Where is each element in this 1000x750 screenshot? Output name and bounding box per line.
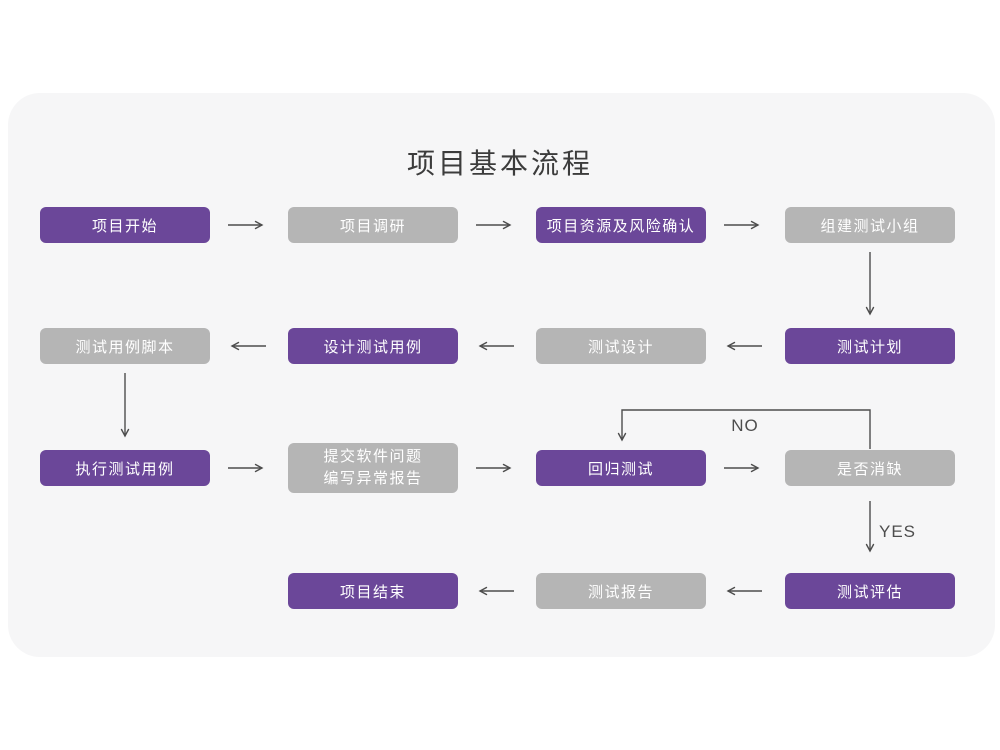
- node-project-end: 项目结束: [288, 573, 458, 609]
- edge-label-yes: YES: [879, 522, 917, 541]
- node-project-start: 项目开始: [40, 207, 210, 243]
- node-project-research: 项目调研: [288, 207, 458, 243]
- edge-label-no: NO: [731, 416, 759, 435]
- node-test-plan: 测试计划: [785, 328, 955, 364]
- node-defect-eliminated: 是否消缺: [785, 450, 955, 486]
- node-build-test-team: 组建测试小组: [785, 207, 955, 243]
- node-test-evaluation: 测试评估: [785, 573, 955, 609]
- node-resource-risk-confirm: 项目资源及风险确认: [536, 207, 706, 243]
- node-submit-issue-report-line2: 编写异常报告: [323, 470, 423, 487]
- node-submit-issue-report-line1: 提交软件问题: [323, 448, 423, 466]
- node-execute-test-case: 执行测试用例: [40, 450, 210, 486]
- diagram-title: 项目基本流程: [406, 148, 593, 179]
- node-regression-test: 回归测试: [536, 450, 706, 486]
- node-test-report: 测试报告: [536, 573, 706, 609]
- node-submit-issue-report: 提交软件问题 编写异常报告: [288, 443, 458, 493]
- flowchart-card: [8, 93, 995, 657]
- node-design-test-case: 设计测试用例: [288, 328, 458, 364]
- node-test-case-script: 测试用例脚本: [40, 328, 210, 364]
- node-test-design: 测试设计: [536, 328, 706, 364]
